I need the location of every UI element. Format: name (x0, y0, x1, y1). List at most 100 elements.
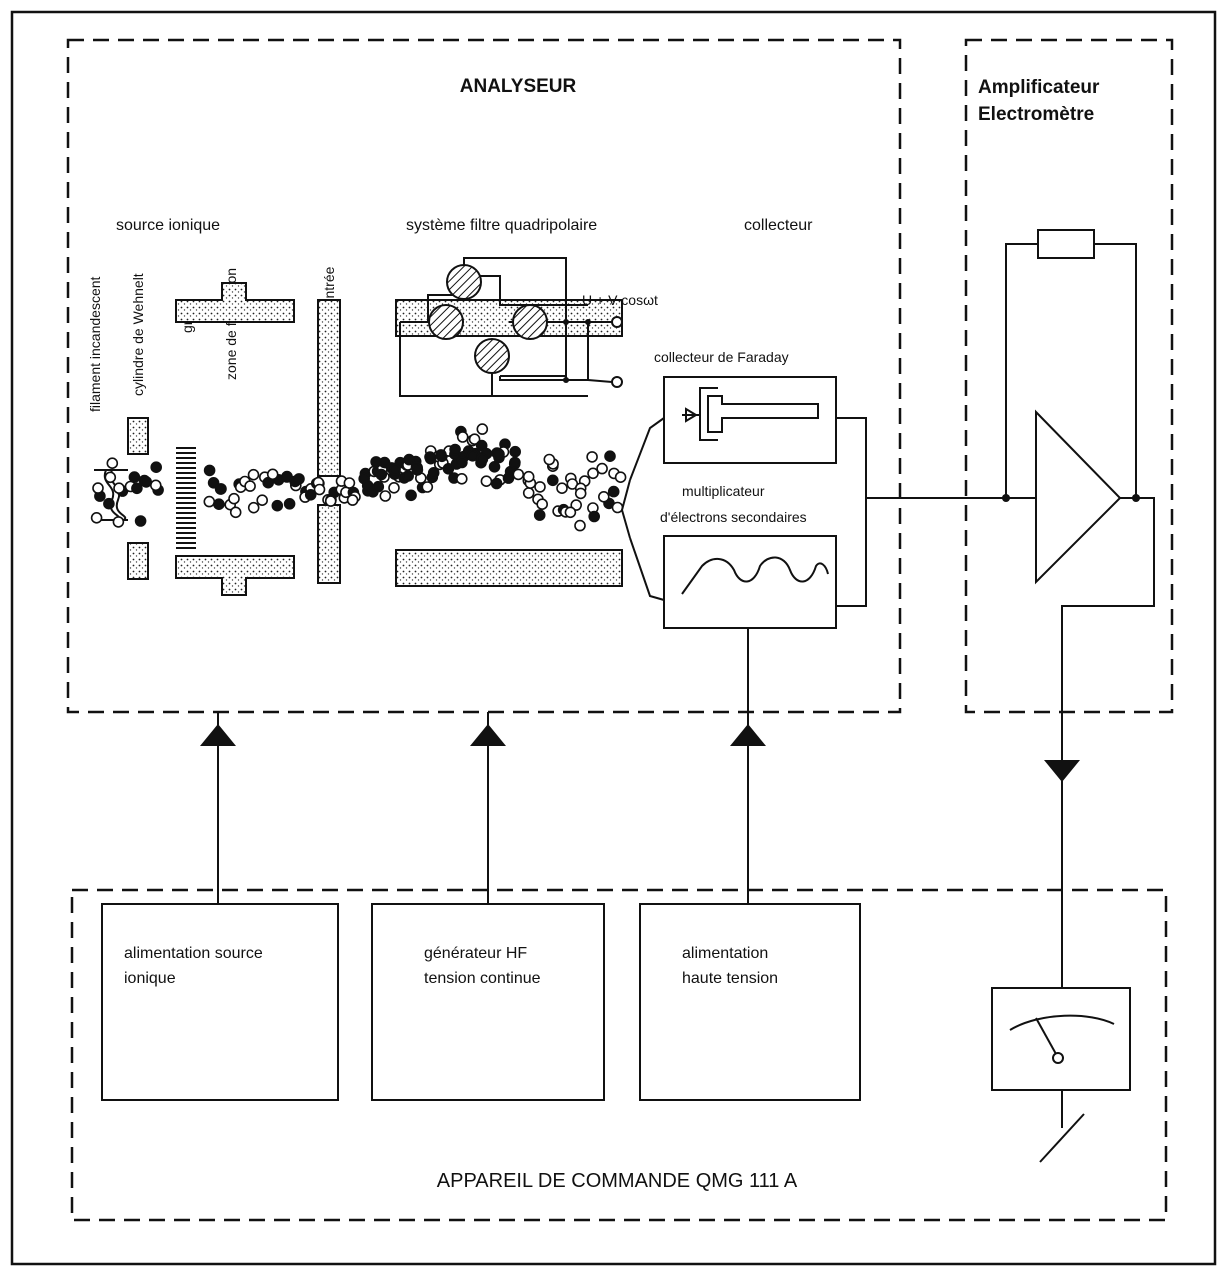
ion-particle-filled (389, 463, 401, 476)
wehnelt-cylinder-bottom (127, 542, 149, 580)
hf-generator-label-1: générateur HF (424, 945, 527, 962)
filament-label: filament incandescent (87, 276, 103, 412)
ion-particle-filled (427, 466, 440, 479)
amplifier-group (964, 38, 1174, 714)
control-unit-group (70, 888, 1168, 1222)
ion-particle-open (247, 501, 260, 514)
ion-particle-filled (128, 471, 141, 483)
ion-particle-open (228, 492, 240, 505)
beam-exit (620, 479, 631, 539)
ion-particle-open (456, 431, 469, 443)
analyseur-title: ANALYSEUR (460, 76, 577, 97)
ion-particle-filled (588, 510, 601, 523)
ion-particle-open (346, 494, 359, 506)
ion-particle-filled (150, 461, 162, 474)
ion-particle-open (614, 471, 627, 484)
arrow-up-2 (470, 724, 506, 746)
amplifier-title-line2: Electromètre (978, 104, 1094, 125)
ion-particle-open (556, 482, 568, 495)
ion-particle-filled (456, 456, 468, 469)
multiplier-label-line1: multiplicateur (682, 483, 765, 499)
ion-particle-filled (214, 483, 227, 495)
ion-particle-open (574, 487, 587, 500)
ion-particle-open (534, 481, 546, 493)
electron-multiplier-box (663, 535, 837, 629)
ion-particle-filled (293, 473, 305, 485)
high-voltage-supply-label-2: haute tension (682, 970, 778, 987)
formation-zone-top-electrode (175, 282, 295, 323)
ion-particle-open (379, 490, 392, 502)
formation-zone-bottom-electrode (175, 555, 295, 596)
ion-particle-open (229, 506, 242, 519)
ion-particle-filled (134, 515, 147, 527)
outer-frame (10, 10, 1217, 1266)
ion-particle-filled (402, 470, 415, 482)
ion-source-supply-label-2: ionique (124, 970, 176, 987)
ion-particle-open (343, 477, 356, 489)
electrometer-amplifier (1002, 229, 1155, 744)
arrow-up-3 (730, 724, 766, 746)
high-voltage-supply-label-1: alimentation (682, 945, 768, 962)
faraday-collector-box (663, 376, 837, 464)
ion-particle-open (564, 506, 577, 519)
ground-icon (1039, 1090, 1085, 1163)
ion-particle-open (476, 423, 489, 435)
ion-particle-filled (424, 451, 436, 463)
ion-particle-filled (476, 453, 489, 465)
orifice-top (317, 299, 341, 477)
quadrupole-rod-bottom (395, 549, 623, 587)
hf-generator-label-2: tension continue (424, 970, 541, 987)
ion-particle-open (106, 457, 119, 470)
faraday-label: collecteur de Faraday (654, 349, 789, 365)
ion-particle-open (597, 490, 610, 503)
ion-particle-open (586, 451, 598, 463)
grille (176, 447, 196, 549)
ion-particle-open (247, 468, 260, 481)
orifice-bottom (317, 504, 341, 584)
ion-particle-open (536, 498, 549, 511)
ion-particle-filled (283, 497, 296, 510)
ion-particle-open (522, 487, 535, 499)
ion-particle-filled (493, 448, 505, 461)
ion-particle-open (313, 483, 326, 496)
ion-particle-filled (213, 498, 225, 511)
ion-particle-open (574, 519, 586, 532)
ion-particle-filled (502, 472, 515, 484)
meter-gauge-icon (991, 987, 1131, 1091)
multiplier-label-line2: d'électrons secondaires (660, 509, 807, 525)
quadrupole-cross-section (399, 257, 623, 397)
ion-particle-open (150, 479, 162, 492)
ion-particle-open (324, 495, 337, 507)
arrow-down-4 (1044, 760, 1080, 782)
ion-particle-filled (207, 476, 220, 489)
ion-particle-filled (466, 449, 479, 462)
voltage-label: U + V cosωt (582, 292, 658, 308)
ion-particle-open (522, 470, 535, 483)
control-unit-title: APPAREIL DE COMMANDE QMG 111 A (437, 1170, 798, 1192)
ion-particle-filled (372, 480, 385, 493)
detector-wiring (629, 417, 1006, 607)
arrow-up-1 (200, 724, 236, 746)
ion-particle-open (112, 516, 125, 528)
source-label: source ionique (116, 217, 220, 234)
ion-particle-filled (449, 443, 461, 456)
ion-particle-filled (403, 453, 415, 466)
ion-source-supply-label-1: alimentation source (124, 945, 263, 962)
ion-particle-open (92, 482, 104, 494)
ion-source-supply-box (101, 903, 339, 1101)
analyseur-group (66, 38, 902, 714)
ion-particle-open (104, 471, 117, 484)
ion-particle-filled (411, 464, 424, 476)
ion-particle-open (256, 494, 269, 507)
ion-particle-open (113, 482, 125, 495)
ion-particle-filled (607, 485, 620, 498)
ion-particle-open (455, 472, 468, 485)
ion-particle-open (203, 495, 216, 508)
ion-particle-filled (488, 460, 501, 473)
ion-particle-open (512, 468, 525, 481)
filter-label: système filtre quadripolaire (406, 217, 597, 234)
ion-particle-filled (304, 488, 317, 501)
ion-particle-open (596, 462, 608, 475)
ion-beam (90, 423, 627, 532)
amplifier-title-line1: Amplificateur (978, 77, 1100, 98)
